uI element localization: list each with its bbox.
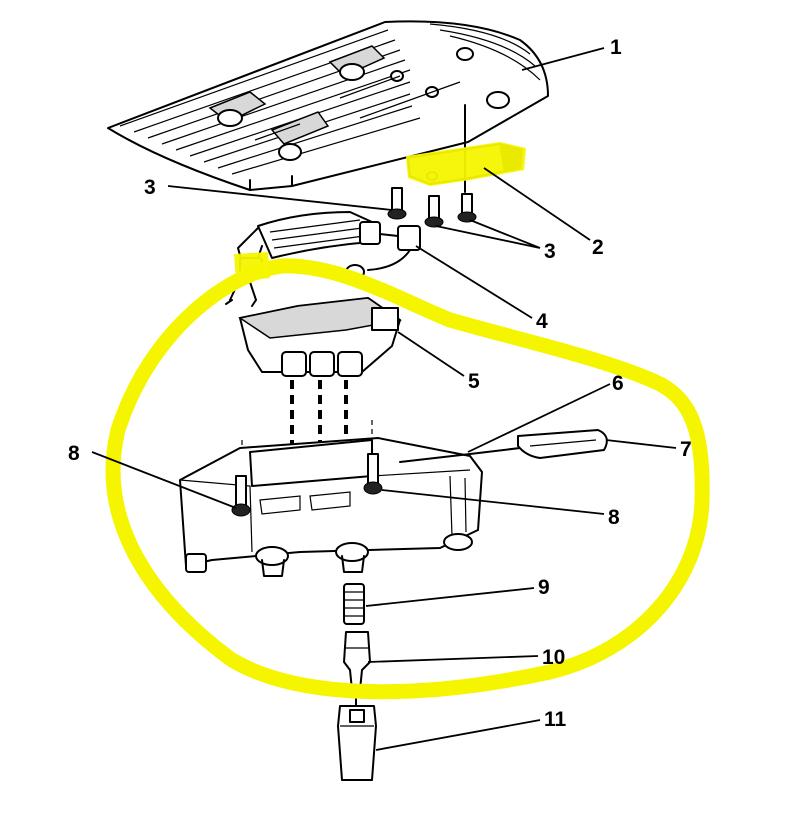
callout-7: 7 xyxy=(680,438,692,461)
callout-labels: 1 2 3 3 4 5 6 7 8 8 9 10 11 xyxy=(68,36,692,731)
callout-10: 10 xyxy=(542,646,565,669)
leader-lines xyxy=(91,47,677,751)
callout-4: 4 xyxy=(536,310,548,333)
harness-clip xyxy=(399,429,608,463)
highlight-bracket xyxy=(406,142,526,186)
callout-6: 6 xyxy=(612,372,624,395)
bolts-3 xyxy=(387,187,477,228)
callout-8-right: 8 xyxy=(608,506,620,529)
spring xyxy=(343,583,365,625)
callout-5: 5 xyxy=(468,370,480,393)
callout-2: 2 xyxy=(592,236,604,259)
callout-1: 1 xyxy=(610,36,622,59)
ignition-coil-module xyxy=(238,297,402,377)
highlight-marks xyxy=(105,142,710,700)
highlight-loop xyxy=(105,258,710,700)
callout-8-left: 8 xyxy=(68,442,80,465)
spark-plug xyxy=(337,689,377,781)
callout-11: 11 xyxy=(544,708,567,731)
mounting-screws-8 xyxy=(231,453,383,517)
highlight-connector xyxy=(234,252,270,282)
callout-3-left: 3 xyxy=(144,176,156,199)
callout-3-right: 3 xyxy=(544,240,556,263)
engine-cover xyxy=(107,20,549,191)
spark-plug-boot xyxy=(343,631,371,691)
callout-9: 9 xyxy=(538,576,550,599)
